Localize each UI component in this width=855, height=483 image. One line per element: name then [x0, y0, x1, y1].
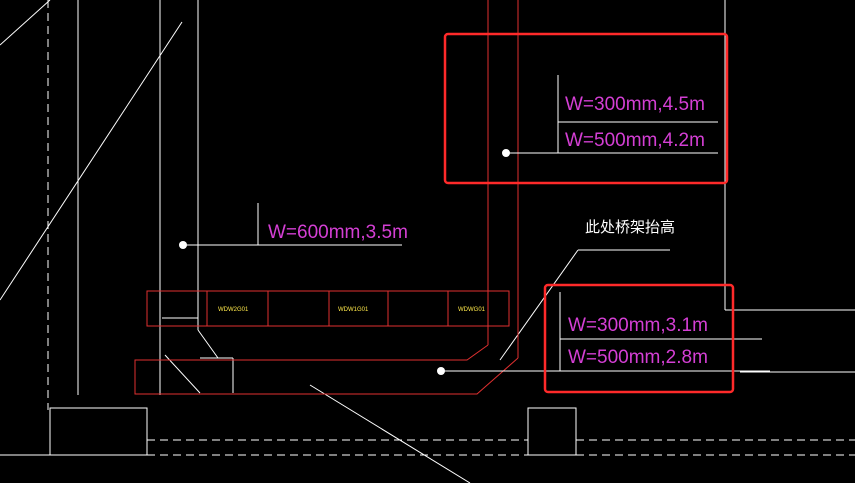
annotation-top-right-1: W=300mm,4.5m	[565, 94, 705, 115]
annotation-left-1: W=600mm,3.5m	[268, 222, 408, 243]
cable-trays	[134, 0, 519, 395]
leader-points	[179, 149, 510, 375]
leader-point-left	[179, 241, 187, 249]
annotation-bottom-right-1: W=300mm,3.1m	[568, 315, 708, 336]
leaders	[183, 75, 770, 372]
annotation-bottom-right-2: W=500mm,2.8m	[568, 347, 708, 368]
leader-point-top-right	[502, 149, 510, 157]
leader-point-bottom-right	[437, 367, 445, 375]
annotation-top-right-2: W=500mm,4.2m	[565, 130, 705, 151]
highlight-box-bottom-right	[543, 283, 735, 394]
highlight-box-top-right	[443, 32, 729, 185]
tray-tag-3: WDWG01	[458, 307, 486, 313]
tray-segment-band	[146, 290, 510, 327]
tray-tag-1: WDW2G01	[218, 307, 249, 313]
tray-tags: WDW2G01 WDW1G01 WDWG01	[218, 307, 486, 313]
tray-tag-2: WDW1G01	[338, 307, 369, 313]
highlight-boxes	[443, 32, 735, 394]
note-tray-raised: 此处桥架抬高	[585, 219, 675, 236]
